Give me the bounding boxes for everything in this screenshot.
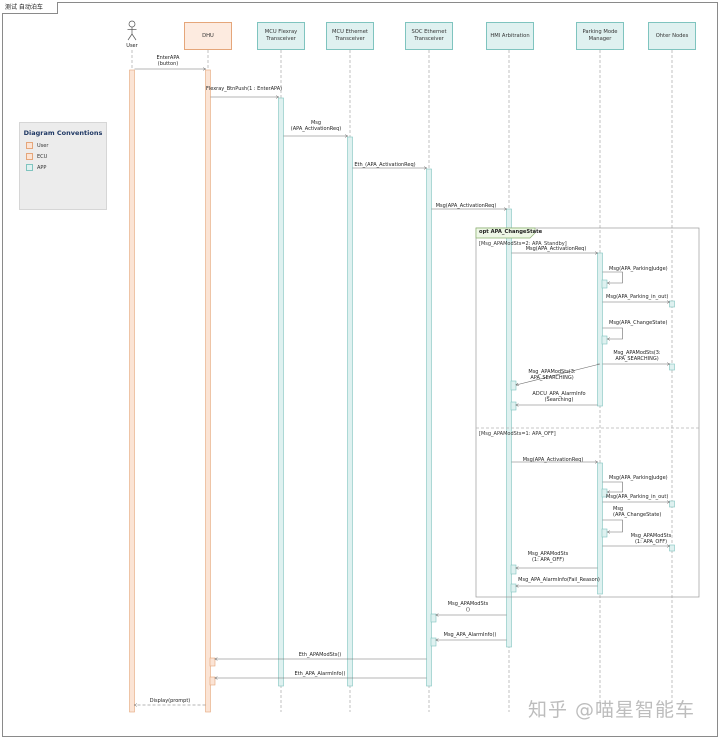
activation-bar — [347, 136, 353, 687]
activation-bar — [278, 97, 284, 687]
message-label: Msg_APA_AlarmInfo(Fail_Reason) — [518, 577, 600, 583]
legend-swatch-app — [26, 164, 33, 171]
message-label: Msg_APA_AlarmInfo() — [443, 632, 497, 638]
legend-item-app: APP — [26, 163, 46, 172]
participant-mcu-ethernet-label: MCU Ethernet Transceiver — [332, 29, 368, 42]
self-message-arrow — [602, 519, 623, 532]
message-label: Msg(APA_ChangeState) — [609, 320, 668, 326]
message-label: Msg_APAModSts () — [447, 601, 489, 613]
activation-bar — [601, 528, 608, 538]
participant-parking-mode-manager-label: Parking Mode Manager — [582, 29, 618, 42]
message-label: Msg(APA_ParkingJudge) — [609, 475, 668, 481]
activation-bar — [669, 544, 675, 552]
activation-bar — [209, 676, 216, 686]
activation-bar — [430, 637, 437, 647]
legend-swatch-ecu — [26, 153, 33, 160]
activation-bar — [669, 500, 675, 508]
message-label: Msg (APA_ActivationReq) — [290, 120, 342, 132]
legend-label-user: User — [37, 142, 49, 149]
message-label: Msg(APA_Parking_in_out) — [606, 294, 669, 300]
activation-bar — [601, 488, 608, 498]
activation-bar — [597, 252, 603, 407]
message-label: Msg(APA_ActivationReq) — [525, 246, 587, 252]
diagram-title: 测试 自动泊车 — [2, 2, 58, 14]
participant-dhu[interactable]: DHU — [184, 22, 232, 50]
participant-parking-mode-manager[interactable]: Parking Mode Manager — [576, 22, 624, 50]
message-label: Msg (APA_ChangeState) — [613, 506, 662, 518]
message-label: Display(prompt) — [149, 698, 191, 704]
legend-label-ecu: ECU — [37, 153, 48, 160]
opt-guard-off: [Msg_APAModSts=1: APA_OFF] — [479, 431, 556, 437]
legend-swatch-user — [26, 142, 33, 149]
message-label: Msg(APA_ParkingJudge) — [609, 266, 668, 272]
activation-bar — [669, 300, 675, 308]
opt-guard-standby: [Msg_APAModSts=2: APA_Standby] — [479, 241, 567, 247]
activation-bar — [510, 564, 517, 575]
diagram-conventions-legend: Diagram Conventions User ECU APP — [19, 122, 107, 210]
participant-user-label: User — [126, 43, 138, 49]
legend-label-app: APP — [37, 164, 47, 171]
participant-other-nodes[interactable]: Ohter Nodes — [648, 22, 696, 50]
participant-hmi-arbitration-label: HMI Arbitration — [490, 32, 530, 39]
self-message-arrow — [602, 481, 623, 492]
opt-fragment-tag: opt APA_ChangeState — [479, 229, 543, 235]
message-label: Msg_APAModSts(3: APA_SEARCHING) — [613, 350, 661, 362]
activation-bar — [205, 69, 211, 713]
participant-soc-ethernet-label: SOC Ethernet Transceiver — [411, 29, 447, 42]
activation-bar — [597, 462, 603, 595]
message-arrow — [516, 363, 601, 385]
activation-bar — [669, 363, 675, 371]
self-message-arrow — [602, 327, 623, 339]
participant-hmi-arbitration[interactable]: HMI Arbitration — [486, 22, 534, 50]
participant-mcu-ethernet[interactable]: MCU Ethernet Transceiver — [326, 22, 374, 50]
message-label: Msg_APAModSts(3: APA_SEARCHING) — [528, 369, 576, 381]
participant-mcu-flexray[interactable]: MCU Flexray Transceiver — [257, 22, 305, 50]
legend-title: Diagram Conventions — [23, 129, 103, 137]
message-label: Msg(APA_Parking_in_out) — [606, 494, 669, 500]
participant-mcu-flexray-label: MCU Flexray Transceiver — [264, 29, 298, 42]
watermark: 知乎 @喵星智能车 — [528, 699, 696, 721]
message-label: Flexray_BtnPush(1 : EnterAPA) — [205, 86, 283, 92]
message-label: Msg_APAModSts (1: APA_OFF) — [527, 551, 569, 563]
message-label: Eth_APAModSts() — [298, 652, 342, 658]
activation-bar — [601, 279, 608, 289]
message-label: Msg(APA_ActivationReq) — [522, 457, 584, 463]
activation-bar — [430, 613, 437, 623]
message-label: EnterAPA (button) — [156, 55, 180, 67]
legend-item-user: User — [26, 141, 48, 150]
user-actor-icon — [127, 20, 137, 41]
participant-soc-ethernet[interactable]: SOC Ethernet Transceiver — [405, 22, 453, 50]
legend-item-ecu: ECU — [26, 152, 47, 161]
activation-bar — [129, 69, 135, 713]
message-label: ADCU_APA_AlarmInfo (Searching) — [532, 391, 586, 403]
activation-bar — [510, 583, 517, 593]
participant-other-nodes-label: Ohter Nodes — [655, 32, 689, 39]
message-label: Msg(APA_ActivationReq) — [435, 203, 497, 209]
activation-bar — [601, 335, 608, 345]
participant-dhu-label: DHU — [202, 32, 214, 39]
message-label: Eth_(APA_ActivationReq) — [354, 162, 416, 168]
self-message-arrow — [602, 271, 623, 283]
message-label: Eth_APA_AlarmInfo() — [294, 671, 346, 677]
activation-bar — [209, 657, 216, 667]
activation-bar — [426, 168, 432, 687]
message-label: Msg_APAModSts (1: APA_OFF) — [630, 533, 672, 545]
